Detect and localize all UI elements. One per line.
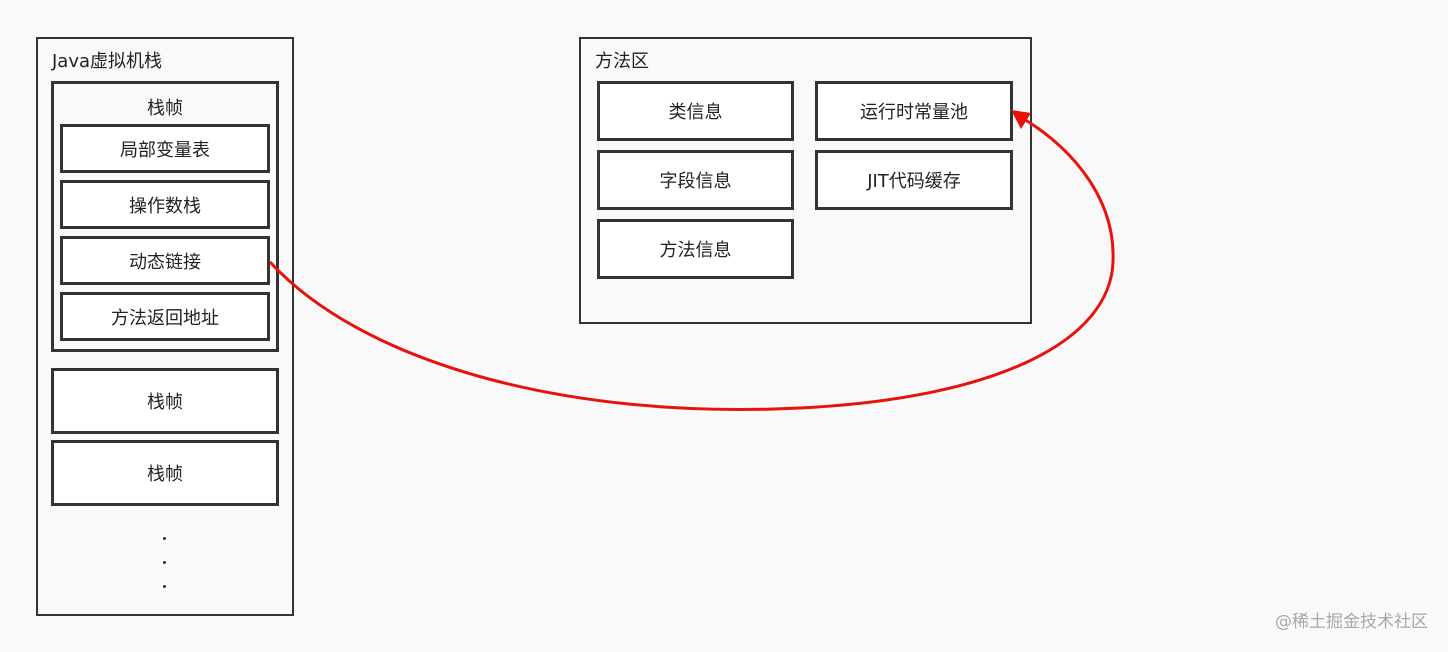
class-info: 类信息 bbox=[597, 81, 794, 141]
local-variable-table: 局部变量表 bbox=[60, 124, 270, 173]
field-info: 字段信息 bbox=[597, 150, 794, 210]
jvm-stack-title: Java虚拟机栈 bbox=[52, 51, 163, 72]
dynamic-linking: 动态链接 bbox=[60, 236, 270, 285]
return-address: 方法返回地址 bbox=[60, 292, 270, 341]
watermark: @稀土掘金技术社区 bbox=[1275, 612, 1428, 632]
method-info: 方法信息 bbox=[597, 219, 794, 279]
stack-frame-2: 栈帧 bbox=[51, 368, 279, 434]
operand-stack: 操作数栈 bbox=[60, 180, 270, 229]
stack-frame-title: 栈帧 bbox=[147, 98, 183, 119]
jit-code-cache: JIT代码缓存 bbox=[815, 150, 1013, 210]
method-area-title: 方法区 bbox=[595, 51, 649, 72]
runtime-constant-pool: 运行时常量池 bbox=[815, 81, 1013, 141]
stack-frame-3: 栈帧 bbox=[51, 440, 279, 506]
